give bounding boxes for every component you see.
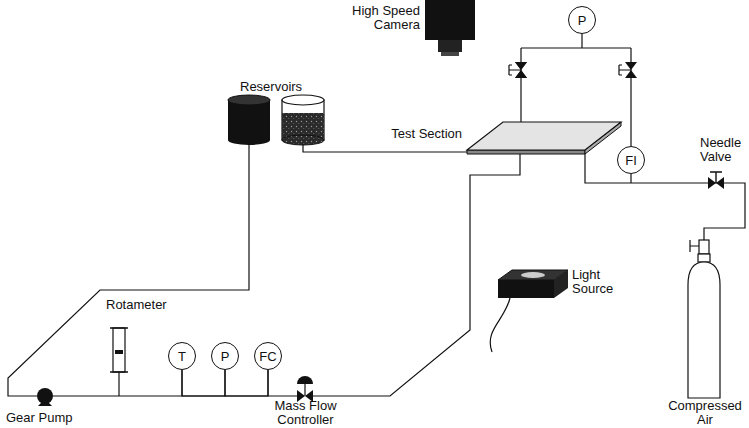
rotameter: [110, 328, 128, 372]
component-label: Mass Flow Controller: [258, 399, 353, 427]
reservoir: [228, 135, 270, 145]
pipe-lines: [8, 34, 745, 396]
component-label: Test Section: [378, 127, 462, 141]
component-label: Rotameter: [106, 298, 186, 312]
component-label: Needle Valve: [700, 136, 746, 164]
reservoir: [282, 95, 324, 105]
regulator-handle: [690, 240, 699, 252]
valve-symbol: [515, 70, 527, 78]
instrument-letter: P: [221, 350, 230, 363]
outlet-pipe: [303, 141, 467, 152]
test-section-plate: [467, 122, 621, 150]
valve-symbol: [708, 177, 716, 189]
actuator-stem: [304, 384, 305, 396]
high-speed-camera: [425, 0, 475, 56]
component-label: Reservoirs: [240, 80, 320, 94]
rotameter-caps: [110, 328, 128, 372]
camera-body: [425, 0, 475, 40]
light-cable: [490, 298, 510, 352]
instrument-letter: FI: [625, 154, 637, 167]
valve-symbol: [716, 177, 724, 189]
instrument-circle: P: [211, 342, 239, 370]
component-label: Gear Pump: [6, 411, 86, 425]
instrument-letter: T: [178, 350, 186, 363]
isolation-valves: [509, 62, 637, 78]
pipe: [118, 372, 119, 396]
valve-handle: [509, 65, 521, 75]
light-source: [490, 270, 568, 352]
gas-cylinder: [688, 262, 720, 398]
reservoir: [228, 100, 270, 140]
instrument-letter: P: [578, 14, 587, 27]
suction-pipe: [8, 141, 249, 396]
instrument-circle: FC: [254, 342, 282, 370]
pipe: [630, 174, 631, 183]
pipe: [520, 48, 521, 122]
light-source-side: [554, 270, 568, 298]
needle-valve: [708, 172, 724, 189]
air-pipe: [585, 152, 745, 240]
rotameter-tube: [113, 328, 125, 372]
camera-lens: [438, 40, 462, 52]
light-source-body: [498, 280, 554, 298]
instrument-circle: P: [568, 6, 596, 34]
gear-pump: [37, 388, 53, 406]
pipe: [581, 34, 582, 48]
liquid-inlet-pipe: [313, 154, 520, 396]
reservoir: [282, 100, 324, 140]
instrument-circle: T: [168, 342, 196, 370]
component-label: High Speed Camera: [332, 4, 420, 32]
regulator: [699, 240, 709, 254]
actuator-dome: [297, 376, 313, 384]
pipe: [521, 47, 631, 48]
instrument-tap-line: [182, 370, 225, 396]
reservoir: [228, 95, 270, 105]
compressed-air-cylinder: [688, 240, 720, 398]
reservoirs: [228, 95, 324, 145]
valve-symbol: [625, 70, 637, 78]
camera-lens-rim: [441, 52, 459, 56]
rotameter-float: [115, 350, 123, 354]
valve-handle: [619, 65, 631, 75]
cylinder-neck: [698, 254, 710, 262]
valve-handle: [710, 172, 722, 183]
instrument-tap-line: [225, 370, 268, 396]
component-label: Light Source: [572, 268, 627, 296]
component-label: Compressed Air: [664, 399, 746, 427]
test-section: [467, 122, 621, 154]
instrument-circle: FI: [617, 146, 645, 174]
instrument-letter: FC: [259, 350, 276, 363]
pump-base: [38, 399, 52, 406]
reservoir: [282, 135, 324, 145]
light-source-lamp: [521, 272, 545, 278]
valve-symbol: [625, 62, 637, 70]
valve-symbol: [515, 62, 527, 70]
